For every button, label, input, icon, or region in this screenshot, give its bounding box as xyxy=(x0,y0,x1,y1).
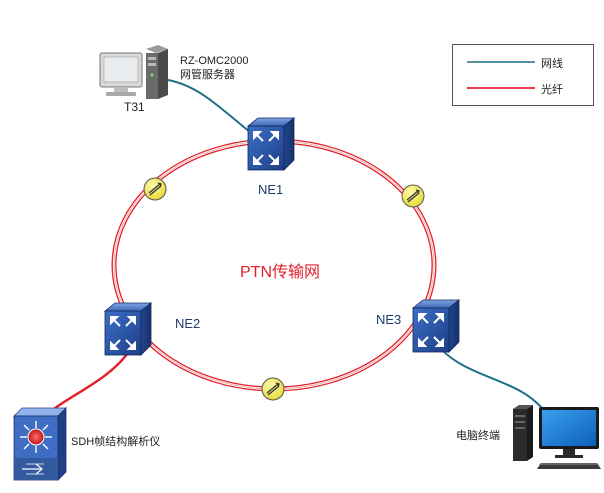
ethernet-cable-server-ne1 xyxy=(167,79,251,133)
sdh-analyzer-label: SDH帧结构解析仪 xyxy=(71,436,161,448)
ne1-label: NE1 xyxy=(258,182,284,197)
sdh-analyzer-icon xyxy=(13,407,67,481)
server-name-label: RZ-OMC2000 xyxy=(180,55,249,67)
ne2-label: NE2 xyxy=(175,316,201,331)
legend-ethernet-label: 网线 xyxy=(541,58,563,70)
fiber-cable-ne2-sdh xyxy=(49,349,131,413)
server-role-label: 网管服务器 xyxy=(180,69,235,81)
server-id-label: T31 xyxy=(124,100,145,114)
ring-title: PTN传输网 xyxy=(240,264,321,281)
coupler-icon xyxy=(401,184,425,208)
ethernet-cable-ne3-terminal xyxy=(439,347,546,413)
legend-fiber-label: 光纤 xyxy=(541,84,563,96)
terminal-computer-icon xyxy=(513,405,601,469)
switch-ne2-icon xyxy=(103,302,153,356)
coupler-icon xyxy=(143,177,167,201)
legend: 网线 光纤 xyxy=(452,44,594,106)
coupler-icon xyxy=(261,377,285,401)
terminal-label: 电脑终端 xyxy=(456,430,500,442)
switch-ne1-icon xyxy=(246,117,296,171)
server-computer-icon xyxy=(99,45,168,99)
switch-ne3-icon xyxy=(411,299,461,353)
legend-swatches xyxy=(467,61,535,89)
ne3-label: NE3 xyxy=(376,312,402,327)
